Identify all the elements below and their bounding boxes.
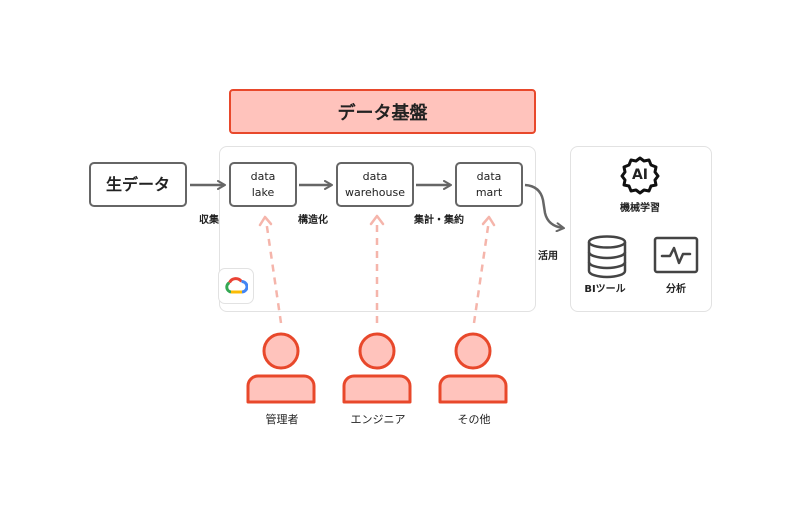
data-lake-line2: lake: [251, 185, 275, 199]
ai-icon: [620, 155, 660, 195]
dashed-arrowhead-mart: [481, 215, 496, 227]
arrow-mart-to-usage: [524, 183, 565, 233]
person-icon-engineer: [341, 332, 413, 404]
ml-label: 機械学習: [620, 203, 660, 214]
raw-data-label: 生データ: [105, 174, 170, 194]
data-mart-line1: data: [476, 169, 502, 183]
raw-data-node: 生データ: [89, 162, 187, 207]
edge-label-structure: 構造化: [298, 215, 328, 226]
bi-tool-label: BIツール: [584, 284, 626, 295]
dashed-admin-to-lake: [264, 219, 283, 324]
data-platform-banner: データ基盤: [229, 89, 536, 134]
edge-label-use: 活用: [538, 251, 558, 262]
data-lake-node: data lake: [229, 162, 297, 207]
banner-label: データ基盤: [337, 102, 428, 124]
person-icon-other: [437, 332, 509, 404]
data-warehouse-node: data warehouse: [336, 162, 414, 207]
analytics-monitor-icon: [653, 236, 699, 274]
actor-label-admin: 管理者: [265, 413, 299, 426]
google-cloud-icon: [218, 268, 254, 304]
dashed-other-to-mart: [472, 219, 491, 324]
analysis-label: 分析: [666, 284, 686, 295]
edge-label-aggregate: 集計・集約: [414, 215, 464, 226]
data-mart-node: data mart: [455, 162, 523, 207]
data-lake-line1: data: [250, 169, 276, 183]
ai-icon-text: AI: [631, 167, 649, 183]
database-icon: [587, 235, 627, 279]
person-icon-admin: [245, 332, 317, 404]
data-mart-line2: mart: [475, 185, 503, 199]
data-warehouse-line1: data: [362, 169, 388, 183]
dashed-arrowhead-warehouse: [369, 214, 385, 226]
data-warehouse-line2: warehouse: [345, 185, 405, 199]
edge-label-collect: 収集: [199, 215, 219, 226]
actor-label-other: その他: [457, 413, 491, 426]
actor-label-engineer: エンジニア: [350, 413, 406, 426]
dashed-arrowhead-lake: [258, 215, 273, 227]
